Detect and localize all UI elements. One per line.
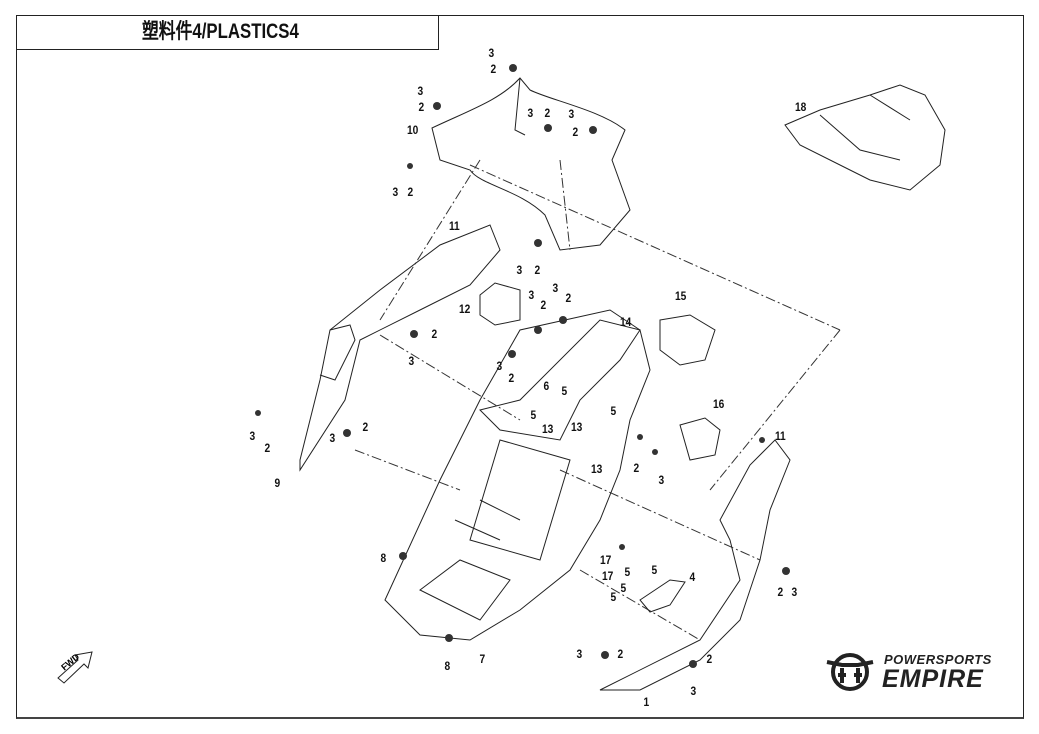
- logo-text-bottom: EMPIRE: [882, 665, 984, 693]
- callout-16: 16: [713, 397, 725, 411]
- callout-3: 3: [392, 185, 399, 199]
- callout-3: 3: [568, 107, 575, 121]
- license-bracket: [479, 319, 641, 441]
- callout-3: 3: [791, 585, 798, 599]
- callout-2: 2: [264, 441, 271, 455]
- callout-2: 2: [633, 461, 640, 475]
- callout-12: 12: [459, 302, 471, 316]
- callout-2: 2: [777, 585, 784, 599]
- logo-text-top: POWERSPORTS: [884, 652, 992, 667]
- callout-3: 3: [528, 288, 535, 302]
- callout-2: 2: [431, 327, 438, 341]
- callout-2: 2: [706, 652, 713, 666]
- callout-5: 5: [651, 563, 658, 577]
- callout-5: 5: [530, 408, 537, 422]
- callout-3: 3: [552, 281, 559, 295]
- logo-emblem: [826, 653, 874, 691]
- callout-17: 17: [602, 569, 614, 583]
- callout-2: 2: [565, 291, 572, 305]
- callout-3: 3: [496, 359, 503, 373]
- callout-2: 2: [617, 647, 624, 661]
- callout-7: 7: [479, 652, 486, 666]
- page-title: 塑料件4/PLASTICS4: [142, 20, 299, 43]
- callout-3: 3: [658, 473, 665, 487]
- callout-2: 2: [508, 371, 515, 385]
- callout-10: 10: [407, 123, 419, 137]
- brand-logo: POWERSPORTS EMPIRE: [822, 647, 1002, 693]
- diagram-frame: [16, 15, 1024, 719]
- callout-6: 6: [543, 379, 550, 393]
- callout-2: 2: [544, 106, 551, 120]
- callout-2: 2: [418, 100, 425, 114]
- callout-3: 3: [690, 684, 697, 698]
- upper-rear-cover: [431, 77, 631, 251]
- callout-2: 2: [362, 420, 369, 434]
- callout-11: 11: [448, 219, 460, 233]
- assembly-lines: [354, 159, 841, 641]
- callout-2: 2: [572, 125, 579, 139]
- callout-13: 13: [542, 422, 554, 436]
- callout-3: 3: [329, 431, 336, 445]
- callout-3: 3: [516, 263, 523, 277]
- callout-3: 3: [249, 429, 256, 443]
- callout-13: 13: [591, 462, 603, 476]
- callout-3: 3: [576, 647, 583, 661]
- callout-13: 13: [571, 420, 583, 434]
- callout-2: 2: [540, 298, 547, 312]
- callout-8: 8: [380, 551, 387, 565]
- callout-2: 2: [490, 62, 497, 76]
- bracket-16: [679, 417, 721, 461]
- right-side-cover: [599, 439, 791, 691]
- callout-2: 2: [407, 185, 414, 199]
- callout-3: 3: [408, 354, 415, 368]
- rear-fender: [384, 309, 651, 641]
- callout-5: 5: [620, 581, 627, 595]
- callout-17: 17: [600, 553, 612, 567]
- callout-5: 5: [561, 384, 568, 398]
- callout-11: 11: [774, 429, 786, 443]
- callout-2: 2: [534, 263, 541, 277]
- bracket-12: [479, 282, 521, 326]
- fwd-arrow-icon: [57, 651, 93, 684]
- callout-8: 8: [444, 659, 451, 673]
- title-box: [16, 15, 439, 50]
- callout-3: 3: [527, 106, 534, 120]
- callout-4: 4: [689, 570, 696, 584]
- callout-9: 9: [274, 476, 281, 490]
- callout-15: 15: [675, 289, 687, 303]
- callout-5: 5: [610, 404, 617, 418]
- callout-18: 18: [795, 100, 807, 114]
- fasteners: [255, 64, 790, 668]
- callout-3: 3: [417, 84, 424, 98]
- part-18: [784, 84, 946, 191]
- callout-5: 5: [610, 590, 617, 604]
- callout-1: 1: [643, 695, 650, 709]
- callout-5: 5: [624, 565, 631, 579]
- bracket-15: [659, 314, 716, 366]
- reflector-4: [639, 579, 686, 613]
- callout-14: 14: [620, 315, 632, 329]
- callout-3: 3: [488, 46, 495, 60]
